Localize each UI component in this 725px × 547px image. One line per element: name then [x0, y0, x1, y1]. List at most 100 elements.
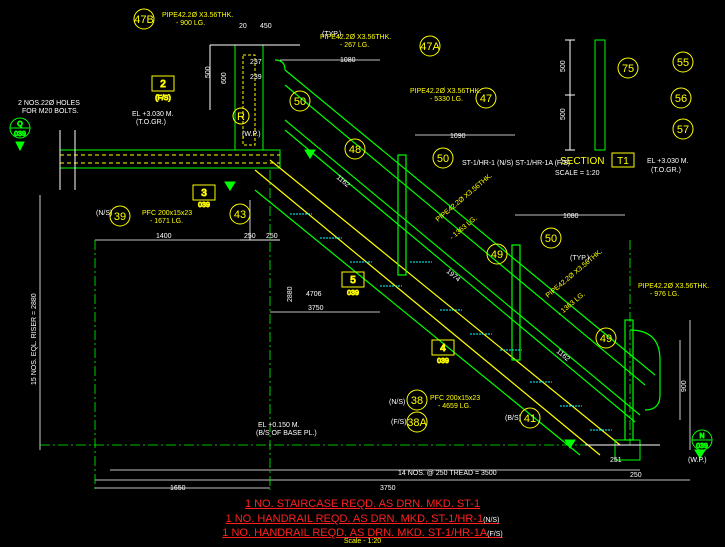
svg-text:(N/S): (N/S)	[389, 399, 405, 406]
bubble-41: 41	[519, 407, 541, 429]
note-handrail-fs-text: 1 NO. HANDRAIL REQD. AS DRN. MKD. ST-1/H…	[222, 527, 488, 539]
svg-text:039: 039	[696, 443, 708, 450]
svg-text:SECTION: SECTION	[560, 156, 604, 167]
svg-text:- 900 LG.: - 900 LG.	[176, 20, 205, 27]
svg-text:- 1671 LG.: - 1671 LG.	[150, 218, 183, 225]
svg-text:1080: 1080	[563, 213, 579, 220]
svg-text:50: 50	[545, 233, 557, 245]
svg-text:900: 900	[681, 380, 688, 392]
base-plate	[585, 439, 660, 461]
svg-text:15 NOS. EQL. RISER = 2880: 15 NOS. EQL. RISER = 2880	[31, 293, 38, 385]
svg-text:- 267 LG.: - 267 LG.	[340, 42, 369, 49]
svg-text:56: 56	[675, 93, 687, 105]
svg-text:600: 600	[221, 72, 228, 84]
svg-text:PIPE42.2Ø X3.56THK.: PIPE42.2Ø X3.56THK.	[320, 34, 391, 41]
svg-text:PIPE42.2Ø X3.56THK.: PIPE42.2Ø X3.56THK.	[638, 283, 709, 290]
svg-text:SCALE = 1:20: SCALE = 1:20	[555, 170, 600, 177]
bubble-47: 47	[475, 87, 497, 109]
detail-2: 2 (F/S)	[151, 75, 175, 103]
bubble-49-right: 49	[595, 327, 617, 349]
dimension-lines	[39, 59, 691, 489]
svg-text:3750: 3750	[380, 485, 396, 492]
note-handrail-fs-suffix: (F/S)	[487, 531, 503, 538]
svg-text:2 NOS.22Ø HOLES: 2 NOS.22Ø HOLES	[18, 100, 80, 107]
section-mark-n: N 039	[691, 429, 713, 451]
bubble-49-mid: 49	[486, 243, 508, 265]
svg-text:EL +0.150 M.: EL +0.150 M.	[258, 422, 300, 429]
svg-text:- 1363 LG.: - 1363 LG.	[449, 215, 479, 242]
svg-text:1080: 1080	[340, 57, 356, 64]
note-staircase-text: 1 NO. STAIRCASE REQD. AS DRN. MKD. ST-1	[244, 498, 481, 510]
svg-text:T1: T1	[617, 156, 629, 167]
bubble-50-top: 50	[289, 90, 311, 112]
svg-text:500: 500	[560, 60, 567, 72]
handrail	[274, 59, 661, 441]
svg-text:N: N	[699, 433, 704, 440]
svg-text:41: 41	[524, 413, 536, 425]
svg-text:- 4659 LG.: - 4659 LG.	[438, 403, 471, 410]
svg-text:Q: Q	[17, 121, 23, 128]
svg-text:1650: 1650	[170, 485, 186, 492]
svg-text:(N/S): (N/S)	[96, 210, 112, 217]
annotations: PIPE42.2Ø X3.56THK. - 900 LG. PIPE42.2Ø …	[18, 12, 709, 477]
svg-text:50: 50	[294, 96, 306, 108]
section-t1-title: SECTION T1 SCALE = 1:20	[555, 152, 635, 177]
svg-text:55: 55	[677, 57, 689, 69]
svg-text:(T.O.GR.): (T.O.GR.)	[651, 167, 681, 174]
bubble-75: 75	[617, 57, 639, 79]
svg-text:039: 039	[14, 131, 26, 138]
svg-text:- 1363 LG.: - 1363 LG.	[557, 291, 587, 318]
svg-text:43: 43	[234, 209, 246, 221]
level-markers	[15, 141, 706, 459]
svg-text:(W.P.): (W.P.)	[688, 457, 707, 464]
svg-text:2880: 2880	[287, 286, 294, 302]
svg-text:PFC 200x15x23: PFC 200x15x23	[142, 210, 192, 217]
svg-text:251: 251	[610, 457, 622, 464]
svg-text:38: 38	[411, 395, 423, 407]
svg-text:(T.O.GR.): (T.O.GR.)	[136, 119, 166, 126]
svg-text:38A: 38A	[407, 417, 427, 429]
bubble-55: 55	[672, 51, 694, 73]
center-lines	[40, 170, 631, 490]
svg-text:(W.P.): (W.P.)	[242, 131, 261, 138]
bubble-39: 39	[109, 205, 131, 227]
svg-text:- 976 LG.: - 976 LG.	[650, 291, 679, 298]
bubble-38: 38	[406, 389, 428, 411]
svg-text:4706: 4706	[306, 291, 322, 298]
bubble-R: R	[232, 107, 250, 125]
svg-text:14 NOS. @ 250 TREAD = 3500: 14 NOS. @ 250 TREAD = 3500	[398, 470, 497, 477]
svg-text:3750: 3750	[308, 305, 324, 312]
svg-text:2: 2	[160, 79, 166, 90]
note-handrail-ns-suffix: (N/S)	[483, 517, 500, 524]
svg-text:250: 250	[266, 233, 278, 240]
bubble-47B: 47B	[133, 8, 155, 30]
svg-text:239: 239	[250, 74, 262, 81]
svg-text:PFC 200x15x23: PFC 200x15x23	[430, 395, 480, 402]
detail-3: 3 039	[192, 184, 216, 210]
bubble-47A: 47A	[419, 35, 441, 57]
svg-text:3: 3	[201, 188, 207, 199]
svg-text:(B/S): (B/S)	[505, 415, 521, 422]
svg-text:39: 39	[114, 211, 126, 223]
bubble-48: 48	[344, 138, 366, 160]
svg-text:1090: 1090	[450, 133, 466, 140]
svg-text:250: 250	[244, 233, 256, 240]
svg-text:500: 500	[560, 108, 567, 120]
svg-text:(TYP.): (TYP.)	[570, 255, 589, 262]
svg-text:(TYP.): (TYP.)	[322, 31, 341, 38]
svg-text:50: 50	[437, 153, 449, 165]
svg-text:ST-1/HR-1 (N/S) ST-1/HR-1A (F/: ST-1/HR-1 (N/S) ST-1/HR-1A (F/S)	[462, 160, 570, 167]
note-handrail-ns: 1 NO. HANDRAIL REQD. AS DRN. MKD. ST-1/H…	[0, 513, 725, 525]
platform-beam	[59, 130, 281, 190]
svg-text:039: 039	[198, 202, 210, 209]
svg-text:49: 49	[600, 333, 612, 345]
svg-text:EL +3.030 M.: EL +3.030 M.	[132, 111, 174, 118]
bubble-50-right: 50	[540, 227, 562, 249]
svg-text:1162: 1162	[335, 174, 351, 189]
svg-text:(B/S OF BASE PL.): (B/S OF BASE PL.)	[256, 430, 317, 437]
svg-text:250: 250	[630, 472, 642, 479]
svg-text:R: R	[237, 111, 245, 123]
bubble-56: 56	[670, 87, 692, 109]
svg-text:57: 57	[677, 124, 689, 136]
drawing-scale: Scale - 1:20	[343, 538, 382, 545]
